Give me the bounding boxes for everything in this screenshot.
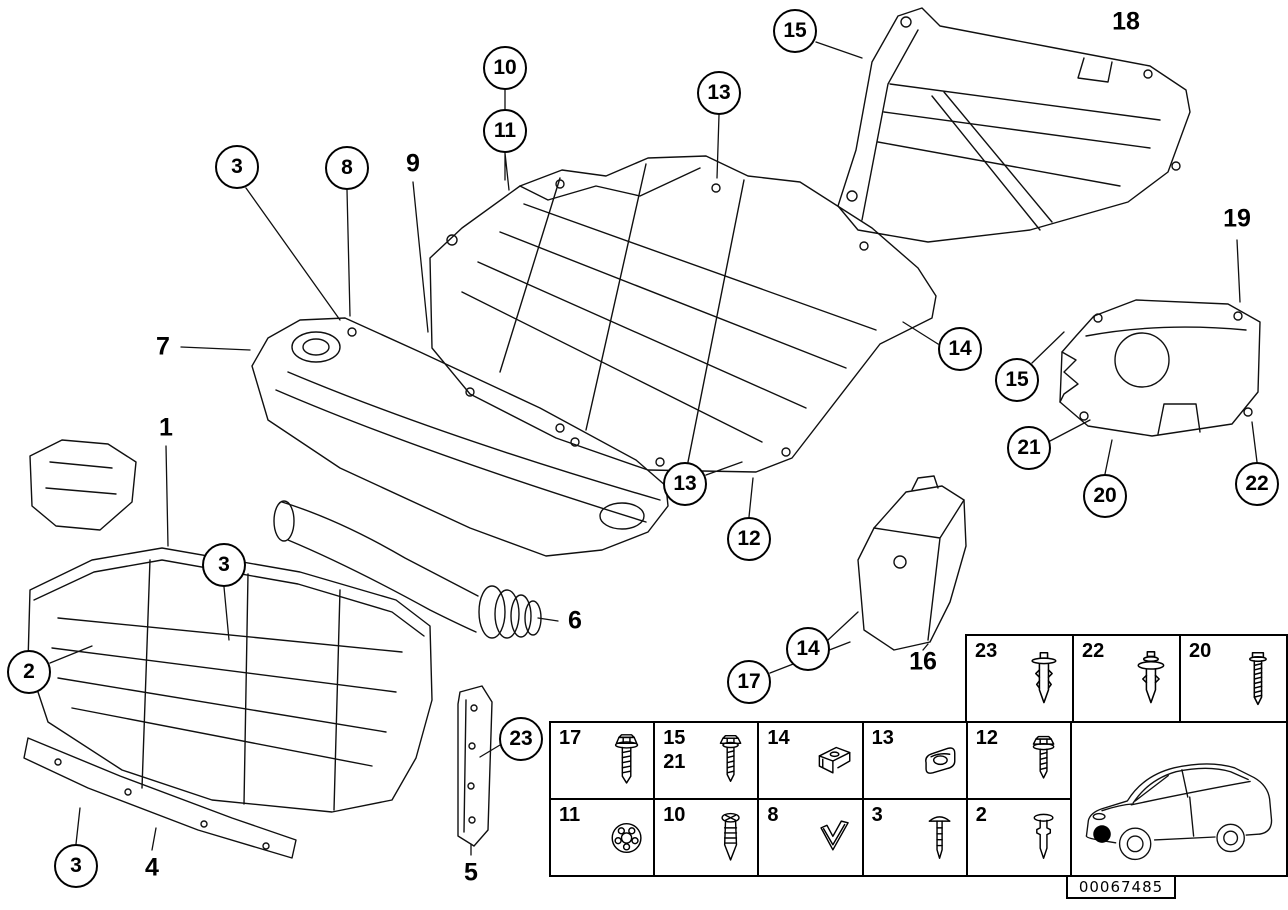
hex-bolt-icon bbox=[712, 734, 749, 788]
part-4-lower-strip[interactable] bbox=[24, 738, 296, 858]
drawing-number-plate: 00067485 bbox=[1066, 875, 1176, 899]
vehicle-silhouette bbox=[1072, 723, 1286, 875]
part-location-dot bbox=[1093, 825, 1111, 843]
callout-10[interactable]: 10 bbox=[483, 46, 527, 90]
callout-21[interactable]: 21 bbox=[1007, 426, 1051, 470]
anchor-screw-icon bbox=[712, 811, 749, 865]
callout-3[interactable]: 3 bbox=[54, 844, 98, 888]
callout-14[interactable]: 14 bbox=[938, 327, 982, 371]
part-7-front-panel[interactable] bbox=[252, 318, 668, 556]
callout-8[interactable]: 8 bbox=[325, 146, 369, 190]
legend-cell-label: 10 bbox=[663, 803, 685, 827]
push-rivet-icon bbox=[921, 811, 958, 865]
callout-18[interactable]: 18 bbox=[1112, 8, 1140, 37]
callout-17[interactable]: 17 bbox=[727, 660, 771, 704]
legend-cell-22[interactable]: 22 bbox=[1074, 636, 1179, 721]
callout-2[interactable]: 2 bbox=[7, 650, 51, 694]
callout-4[interactable]: 4 bbox=[145, 854, 159, 883]
callout-12[interactable]: 12 bbox=[727, 517, 771, 561]
legend-cell-label: 20 bbox=[1189, 639, 1211, 663]
legend-cell-12[interactable]: 12 bbox=[968, 723, 1070, 798]
speed-nut-icon bbox=[921, 734, 958, 788]
callout-5[interactable]: 5 bbox=[464, 859, 478, 888]
plastic-disc-icon bbox=[608, 811, 645, 865]
callout-1[interactable]: 1 bbox=[159, 414, 173, 443]
callout-15[interactable]: 15 bbox=[995, 358, 1039, 402]
callout-16[interactable]: 16 bbox=[909, 648, 937, 677]
callout-23[interactable]: 23 bbox=[499, 717, 543, 761]
expanding-pin-icon bbox=[1025, 811, 1062, 865]
part-6-air-duct-hose[interactable] bbox=[274, 501, 541, 638]
callout-11[interactable]: 11 bbox=[483, 109, 527, 153]
fastener-legend-main: 17 1521 14 13 12 11 10 8 3 2 bbox=[549, 721, 1072, 877]
legend-cell-11[interactable]: 11 bbox=[551, 800, 653, 875]
legend-cell-10[interactable]: 10 bbox=[655, 800, 757, 875]
legend-cell-label: 14 bbox=[767, 726, 789, 750]
legend-cell-label: 8 bbox=[767, 803, 778, 827]
callout-3[interactable]: 3 bbox=[202, 543, 246, 587]
callout-22[interactable]: 22 bbox=[1235, 462, 1279, 506]
callout-20[interactable]: 20 bbox=[1083, 474, 1127, 518]
rivet-washer-icon bbox=[1131, 650, 1171, 708]
drawing-number: 00067485 bbox=[1079, 878, 1163, 896]
legend-cell-label: 17 bbox=[559, 726, 581, 750]
callout-15[interactable]: 15 bbox=[773, 9, 817, 53]
legend-cell-14[interactable]: 14 bbox=[759, 723, 861, 798]
callout-7[interactable]: 7 bbox=[156, 333, 170, 362]
callout-6[interactable]: 6 bbox=[568, 607, 582, 636]
fastener-legend-top: 23 22 20 bbox=[965, 634, 1288, 723]
callout-13[interactable]: 13 bbox=[697, 71, 741, 115]
part-5-side-strip[interactable] bbox=[458, 686, 492, 846]
callout-19[interactable]: 19 bbox=[1223, 205, 1251, 234]
legend-cell-20[interactable]: 20 bbox=[1181, 636, 1286, 721]
legend-cell-17[interactable]: 17 bbox=[551, 723, 653, 798]
clamp-clip-icon bbox=[816, 734, 853, 788]
legend-cell-23[interactable]: 23 bbox=[967, 636, 1072, 721]
expanding-rivet-icon bbox=[1024, 650, 1064, 708]
callout-9[interactable]: 9 bbox=[406, 150, 420, 179]
legend-cell-2[interactable]: 2 bbox=[968, 800, 1070, 875]
part-18-rear-engine-shield[interactable] bbox=[838, 8, 1190, 242]
flange-bolt-icon bbox=[1025, 734, 1062, 788]
v-clip-icon bbox=[816, 811, 853, 865]
legend-cell-label: 22 bbox=[1082, 639, 1104, 663]
legend-cell-label: 1521 bbox=[663, 726, 685, 774]
callout-14[interactable]: 14 bbox=[786, 627, 830, 671]
hex-bolt-washer-icon bbox=[608, 734, 645, 788]
part-19-small-shield[interactable] bbox=[1060, 300, 1260, 436]
legend-cell-13[interactable]: 13 bbox=[864, 723, 966, 798]
legend-cell-label: 13 bbox=[872, 726, 894, 750]
legend-cell-15-21[interactable]: 1521 bbox=[655, 723, 757, 798]
legend-cell-label: 12 bbox=[976, 726, 998, 750]
callout-13[interactable]: 13 bbox=[663, 462, 707, 506]
callout-3[interactable]: 3 bbox=[215, 145, 259, 189]
long-screw-icon bbox=[1238, 650, 1278, 708]
legend-cell-3[interactable]: 3 bbox=[864, 800, 966, 875]
legend-cell-8[interactable]: 8 bbox=[759, 800, 861, 875]
legend-cell-label: 3 bbox=[872, 803, 883, 827]
part-1-front-air-duct-panel[interactable] bbox=[28, 440, 432, 812]
legend-cell-label: 23 bbox=[975, 639, 997, 663]
part-9-engine-compartment-shield[interactable] bbox=[430, 156, 936, 472]
part-16-bracket[interactable] bbox=[858, 476, 966, 650]
legend-cell-label: 2 bbox=[976, 803, 987, 827]
legend-cell-label: 11 bbox=[559, 803, 580, 827]
vehicle-locator-box bbox=[1070, 721, 1288, 877]
